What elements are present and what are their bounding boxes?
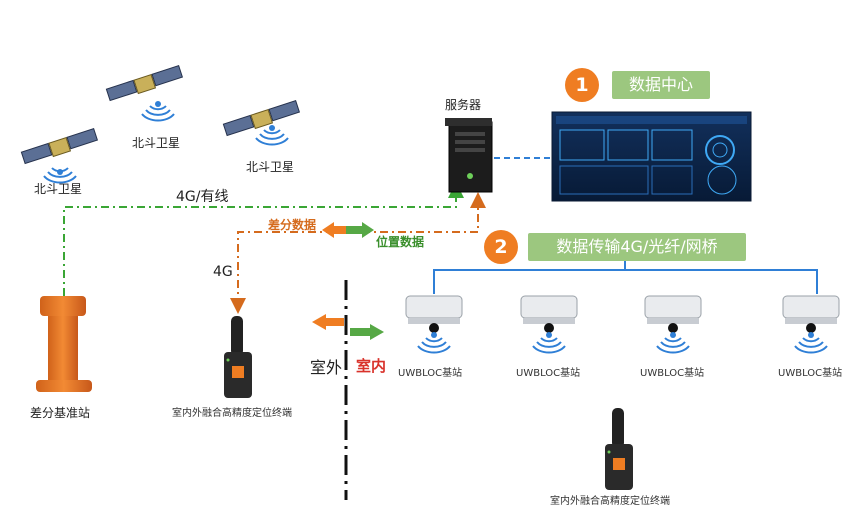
terminal-label: 室内外融合高精度定位终端 bbox=[172, 408, 292, 419]
satellite-icon bbox=[20, 128, 99, 165]
data-exchange-arrow bbox=[322, 222, 374, 238]
outdoor-label: 室外 bbox=[310, 358, 343, 377]
signal-icon bbox=[794, 332, 828, 354]
server-label: 服务器 bbox=[445, 98, 482, 112]
data-transfer-label: 数据传输4G/光纤/网桥 bbox=[528, 233, 746, 261]
base-station-label: 差分基准站 bbox=[30, 406, 91, 420]
signal-icon bbox=[656, 332, 690, 354]
outdoor-arrow-icon bbox=[312, 314, 344, 330]
indoor-arrow-icon bbox=[350, 324, 384, 340]
link-4g-label: 4G bbox=[213, 264, 233, 280]
data-center-label: 数据中心 bbox=[612, 71, 710, 99]
uwb-station-label: UWBLOC基站 bbox=[516, 368, 581, 379]
dashboard-screen bbox=[551, 111, 752, 202]
data-transfer-number: 2 bbox=[484, 230, 518, 264]
diff-data-link bbox=[230, 196, 479, 314]
satellite-label: 北斗卫星 bbox=[246, 160, 295, 174]
uwb-station-label: UWBLOC基站 bbox=[778, 368, 843, 379]
signal-icon bbox=[532, 332, 566, 354]
position-data-label: 位置数据 bbox=[376, 235, 425, 249]
base-station-icon bbox=[36, 296, 92, 392]
uwb-network-bracket bbox=[433, 258, 818, 294]
signal-icon bbox=[43, 167, 77, 184]
uwb-station-icon bbox=[644, 295, 702, 333]
satellite-icon bbox=[222, 100, 301, 137]
uwb-station-label: UWBLOC基站 bbox=[640, 368, 705, 379]
diff-data-label: 差分数据 bbox=[268, 218, 317, 232]
signal-icon bbox=[255, 125, 289, 146]
terminal-label: 室内外融合高精度定位终端 bbox=[550, 496, 670, 507]
link-4g-wired-label: 4G/有线 bbox=[176, 189, 229, 205]
terminal-icon bbox=[605, 408, 633, 490]
uwb-station-icon bbox=[782, 295, 840, 333]
uwb-station-icon bbox=[405, 295, 463, 333]
uwb-station-label: UWBLOC基站 bbox=[398, 368, 463, 379]
data-center-number: 1 bbox=[565, 68, 599, 102]
terminal-icon bbox=[224, 316, 252, 398]
satellite-label: 北斗卫星 bbox=[34, 182, 83, 196]
signal-icon bbox=[417, 332, 451, 354]
4g-wired-link bbox=[63, 182, 464, 296]
satellite-icon bbox=[105, 65, 184, 102]
satellite-label: 北斗卫星 bbox=[132, 136, 181, 150]
uwb-station-icon bbox=[520, 295, 578, 333]
indoor-label: 室内 bbox=[356, 357, 387, 375]
server-icon bbox=[445, 118, 493, 193]
signal-icon bbox=[141, 101, 175, 122]
